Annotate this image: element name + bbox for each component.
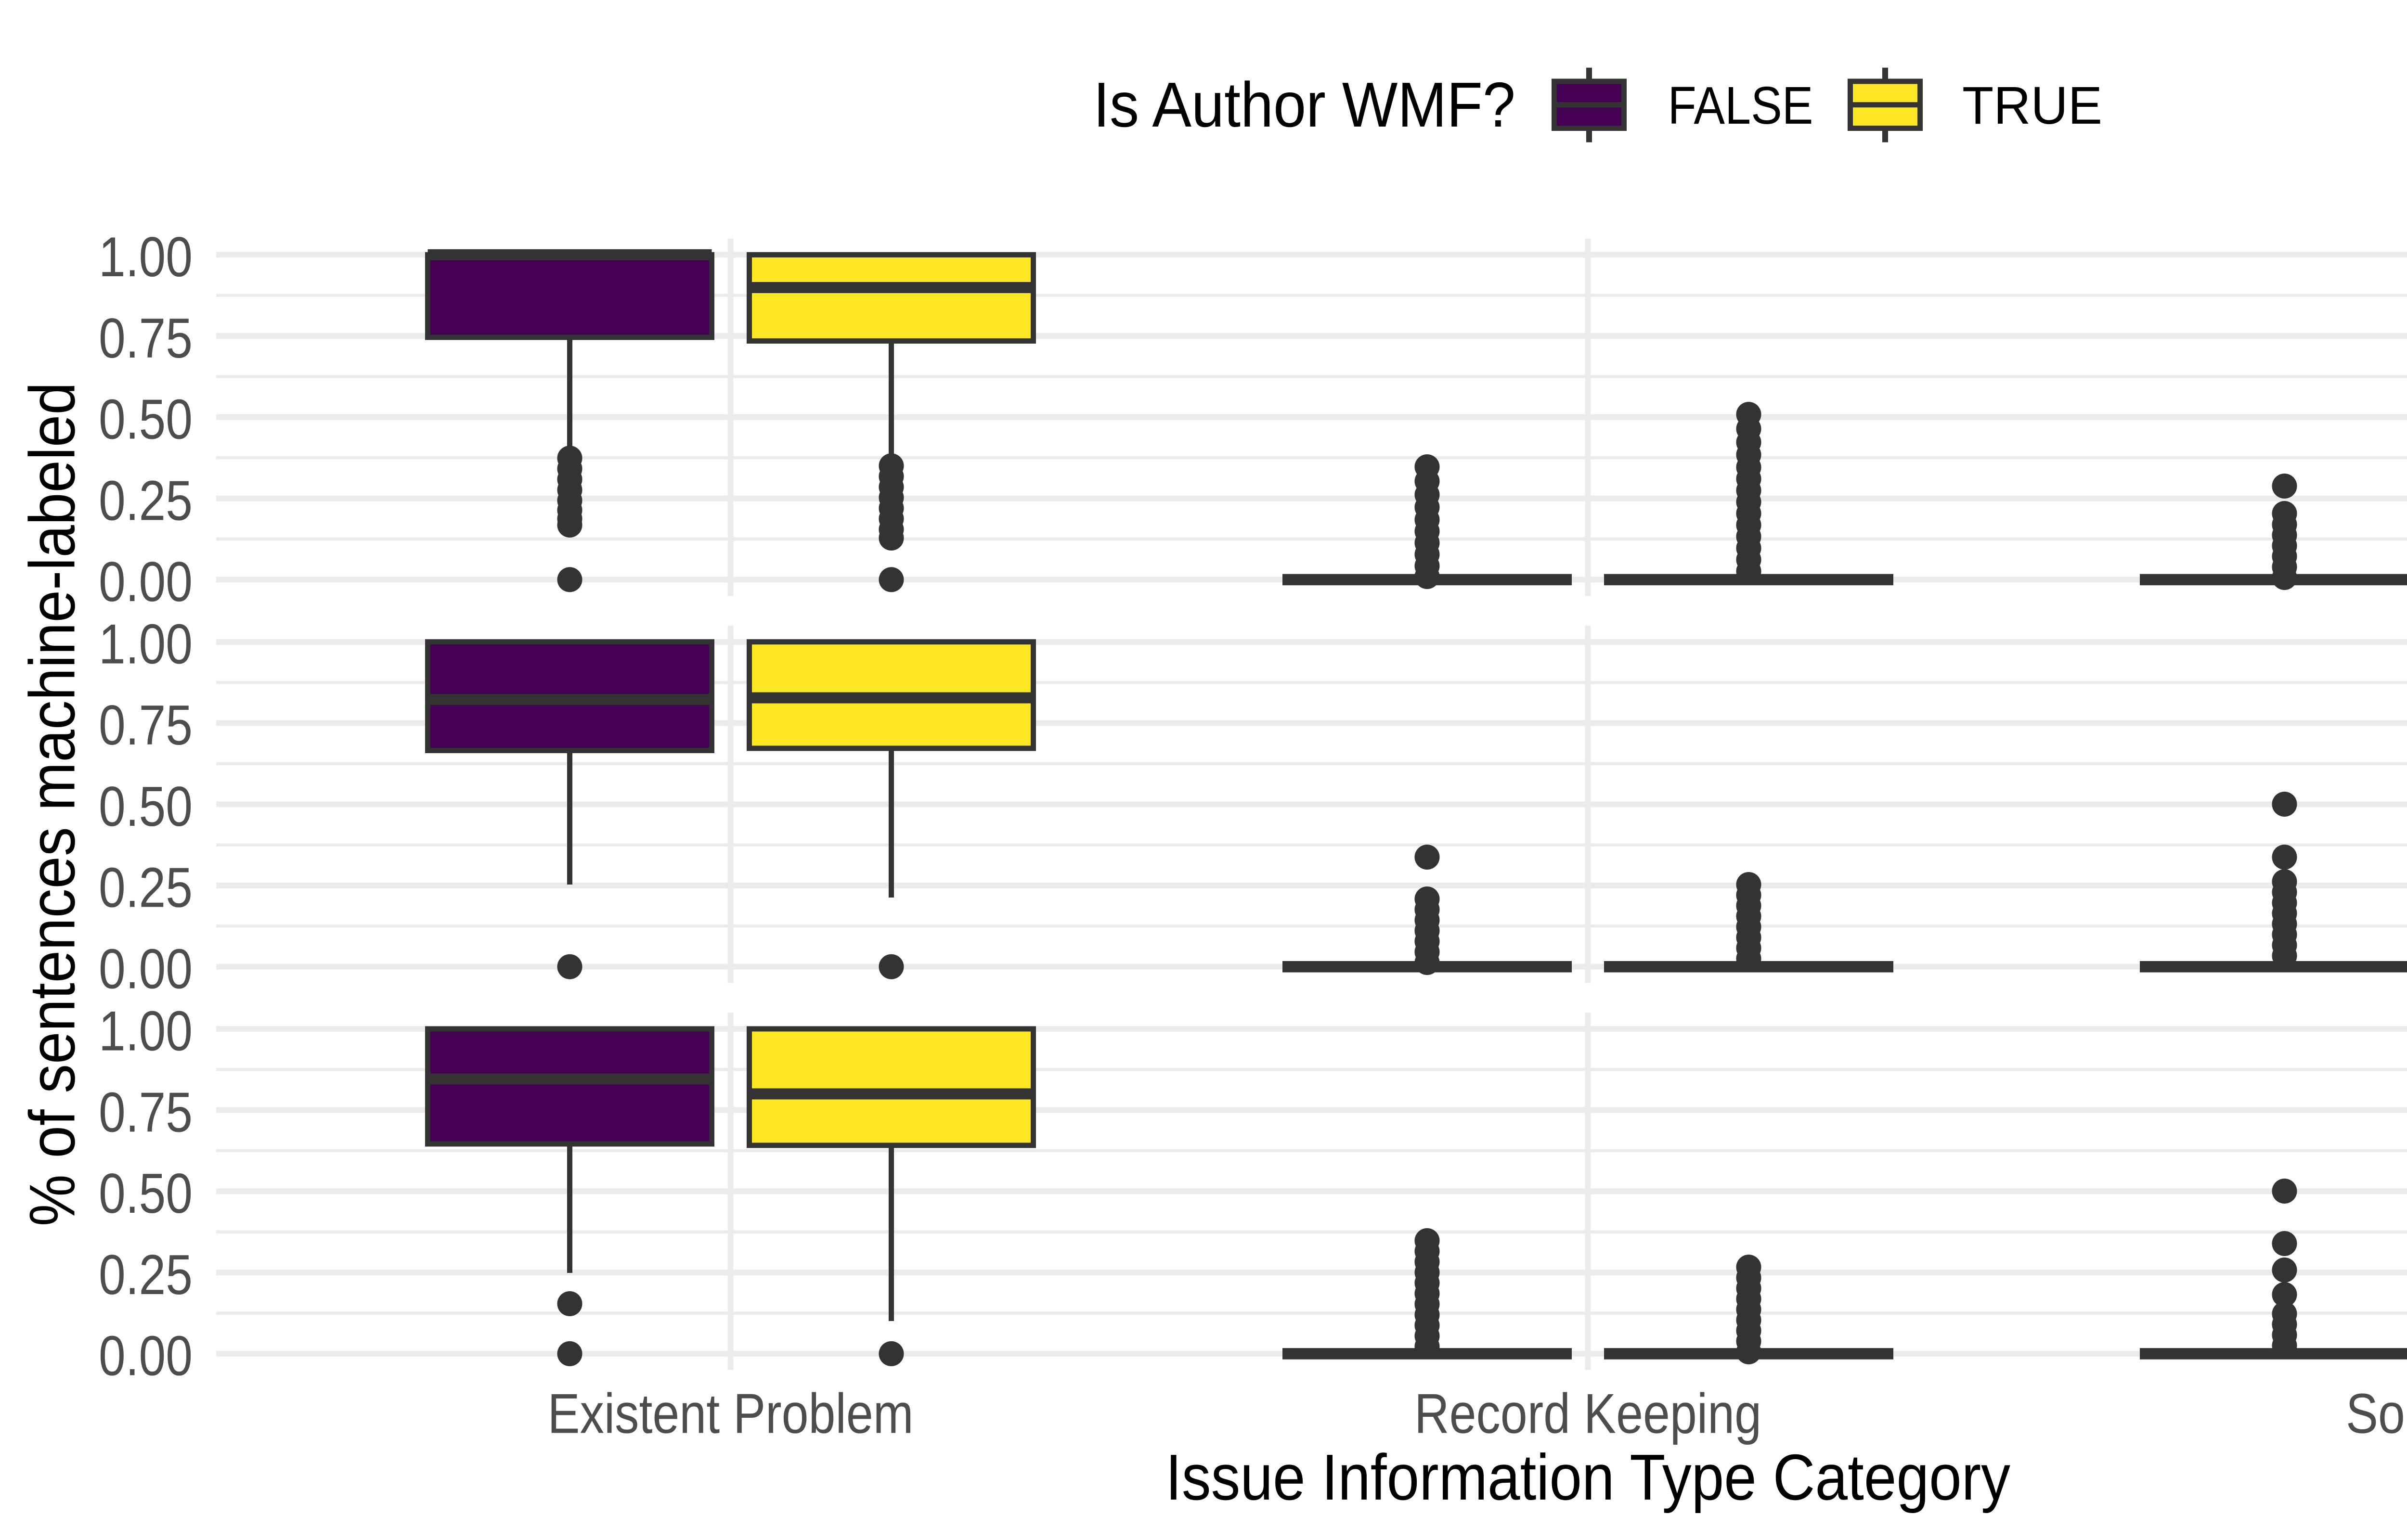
svg-text:% of sentences machine-labeled: % of sentences machine-labeled: [17, 382, 89, 1226]
svg-text:0.25: 0.25: [99, 1243, 193, 1306]
svg-text:Existent Problem: Existent Problem: [548, 1382, 914, 1445]
svg-text:Solutions: Solutions: [2346, 1382, 2407, 1445]
svg-text:0.00: 0.00: [99, 937, 193, 1000]
svg-text:0.25: 0.25: [99, 469, 193, 532]
svg-text:1.00: 1.00: [99, 225, 193, 288]
svg-text:0.75: 0.75: [99, 307, 193, 370]
svg-text:Record Keeping: Record Keeping: [1414, 1382, 1761, 1445]
svg-text:1.00: 1.00: [99, 1000, 193, 1063]
svg-text:Issue Information Type Categor: Issue Information Type Category: [1165, 1441, 2010, 1514]
svg-text:Is Author WMF?: Is Author WMF?: [1093, 69, 1515, 140]
svg-text:1.00: 1.00: [99, 613, 193, 676]
svg-text:0.75: 0.75: [99, 1080, 193, 1143]
svg-text:0.50: 0.50: [99, 775, 193, 838]
svg-text:0.75: 0.75: [99, 693, 193, 757]
svg-text:0.00: 0.00: [99, 550, 193, 613]
svg-text:0.50: 0.50: [99, 388, 193, 451]
svg-text:0.00: 0.00: [99, 1324, 193, 1387]
svg-text:TRUE: TRUE: [1962, 76, 2102, 135]
svg-text:0.25: 0.25: [99, 856, 193, 919]
svg-text:FALSE: FALSE: [1668, 76, 1813, 135]
svg-text:0.50: 0.50: [99, 1162, 193, 1225]
